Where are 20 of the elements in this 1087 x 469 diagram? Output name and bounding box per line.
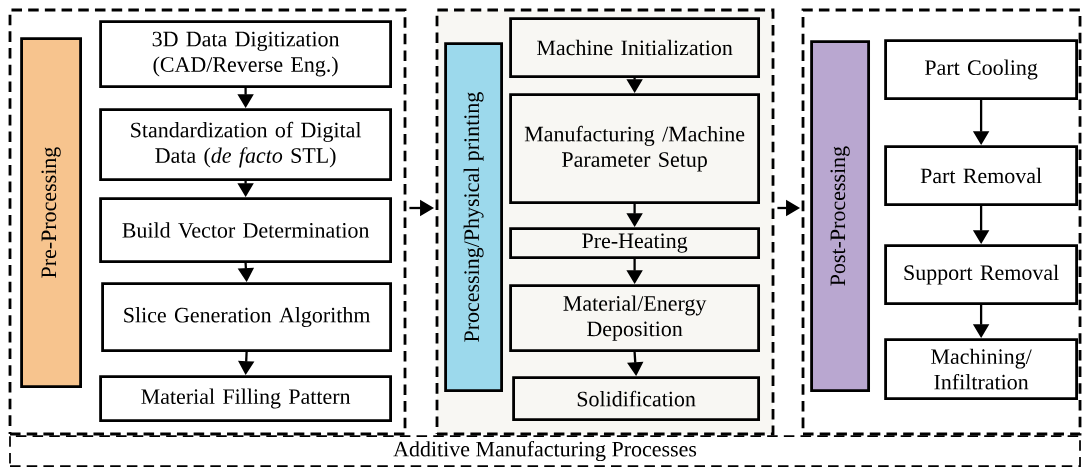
process-box: Machining/ Infiltration (884, 338, 1078, 400)
process-band: Additive Manufacturing Processes (9, 435, 1081, 467)
process-box: Pre-Heating (509, 227, 760, 259)
process-box: Material Filling Pattern (99, 375, 392, 422)
process-box: Solidification (512, 376, 760, 421)
stage-bar: Pre-Processing (20, 37, 82, 388)
process-box: Part Removal (884, 145, 1078, 206)
process-box: Machine Initialization (509, 17, 760, 78)
stage-frame (8, 8, 407, 436)
process-box: Standardization of Digital Data (de facto STL) (99, 108, 392, 181)
stage-bar: Processing/Physical printing (444, 42, 503, 392)
stage-bar: Post-Processing (810, 40, 870, 392)
process-box: Manufacturing /Machine Parameter Setup (509, 93, 760, 204)
process-box: Material/Energy Deposition (509, 284, 760, 352)
process-box: Support Removal (884, 244, 1078, 305)
process-box: Slice Generation Algorithm (101, 282, 392, 352)
process-box: Build Vector Determination (99, 197, 392, 263)
stage-frame (801, 8, 1082, 436)
process-box: Part Cooling (884, 39, 1078, 100)
process-box: 3D Data Digitization (CAD/Reverse Eng.) (99, 20, 392, 88)
